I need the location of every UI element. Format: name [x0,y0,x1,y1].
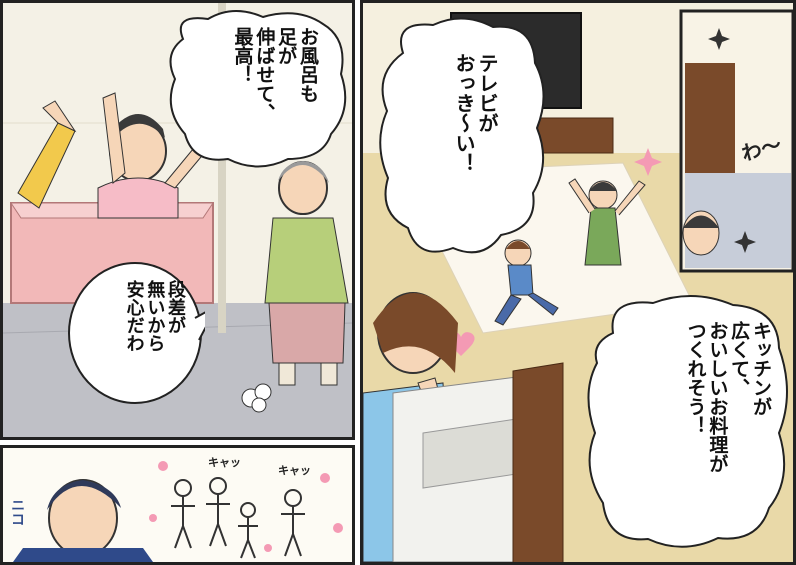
sfx-chatter-1: キャッ [208,456,241,469]
sparkle-icon [708,28,756,253]
bubble-text-kitchen: キッチンが 広くて、 おいしいお料理が つくれそう！ [684,321,772,473]
sparkle-icon [634,148,662,176]
sfx-chatter-2: キャッ [278,464,311,477]
speech-bubble-step: 段差が 無いから 安心だわ [65,258,205,408]
panel-bath: お風呂も 足が 伸ばせて、 最高！ 段差が 無いから 安心だわ [0,0,355,440]
sfx-smile: ニコ [9,498,26,526]
panel-living: わ〜 テレビが おっき〜い！ キッチンが 広くて、 おいしいお料理が つくれそう… [360,0,796,565]
bubble-text-tv: テレビが おっき〜い！ [452,53,499,173]
speech-bubble-kitchen: キッチンが 広くて、 おいしいお料理が つくれそう！ [583,293,793,555]
bubble-text-step: 段差が 無いから 安心だわ [123,280,186,352]
panel-bottom: キャッ キャッ ニコ [0,445,355,565]
bubble-text-bath: お風呂も 足が 伸ばせて、 最高！ [231,27,319,122]
bottom-scene [3,448,352,562]
smoke-puff-icon [241,383,272,413]
speech-bubble-bath: お風呂も 足が 伸ばせて、 最高！ [163,9,348,174]
speech-bubble-tv: テレビが おっき〜い！ [373,13,548,268]
sakura-icon [149,461,343,552]
